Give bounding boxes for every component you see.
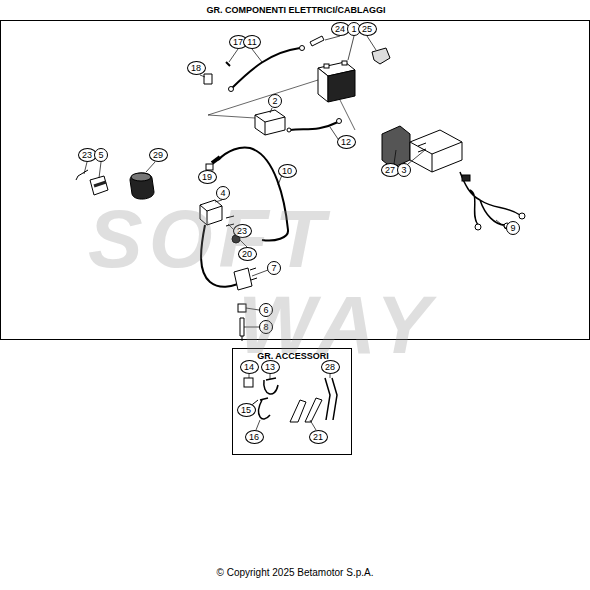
callout-number: 19 [198, 170, 217, 184]
callout-number: 5 [94, 148, 108, 162]
battery [318, 61, 355, 102]
callout-number: 15 [237, 403, 256, 417]
watermark: WAY [238, 278, 437, 372]
accessory-parts [244, 374, 337, 430]
watermark: SOFT [88, 192, 331, 286]
callout-number: 2 [268, 94, 282, 108]
callout-number: 16 [245, 430, 264, 444]
group-heading: GR. COMPONENTI ELETTRICI/CABLAGGI [207, 5, 386, 15]
callout-number: 9 [506, 221, 520, 235]
callout-number: 10 [278, 164, 297, 178]
callout-number: 11 [243, 35, 261, 49]
callout-number: 18 [187, 61, 206, 75]
callout-number: 12 [337, 135, 356, 149]
callout-number: 21 [309, 430, 328, 444]
callout-number: 25 [358, 22, 377, 36]
copyright-caption: © Copyright 2025 Betamotor S.p.A. [217, 567, 374, 578]
callout-number: 3 [397, 163, 411, 177]
callout-number: 29 [149, 148, 168, 162]
